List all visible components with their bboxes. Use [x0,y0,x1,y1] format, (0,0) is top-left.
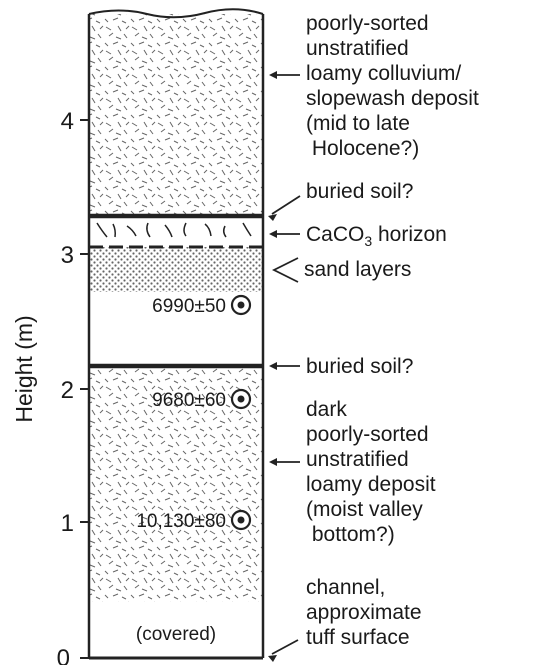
upper-colluvium-unit [89,14,263,216]
lower-unit-arrow [269,458,300,466]
buried-soil-lower-label: buried soil? [306,355,413,378]
tick-2: 2 [61,377,74,404]
lower-unit-annotation: dark poorly-sorted unstratified loamy de… [306,398,436,546]
svg-text:loamy deposit: loamy deposit [306,473,436,496]
tick-0: 0 [57,645,70,665]
upper-unit-annotation: poorly-sorted unstratified loamy colluvi… [306,12,479,160]
y-axis-label: Height (m) [11,315,37,422]
y-axis [80,119,89,659]
caco3-horizon-label: CaCO3 horizon [306,223,447,249]
tick-4: 4 [61,108,74,135]
svg-text:tuff surface: tuff surface [306,626,410,649]
svg-text:channel,: channel, [306,576,385,599]
date-marker-icon [230,388,252,410]
date-label-10130: 10,130±80 [136,511,226,532]
date-label-6990: 6990±50 [152,296,226,317]
sand-layers-bracket [271,257,299,283]
svg-text:slopewash deposit: slopewash deposit [306,87,479,110]
svg-text:unstratified: unstratified [306,448,409,471]
base-annotation: channel, approximate tuff surface [306,576,422,649]
svg-text:approximate: approximate [306,601,422,624]
date-marker-icon [230,509,252,531]
tick-3: 3 [61,242,74,269]
svg-text:Holocene?): Holocene?) [306,137,419,160]
svg-text:bottom?): bottom?) [306,523,395,546]
caco3-marks [96,222,252,238]
svg-text:(moist valley: (moist valley [306,498,423,521]
column-top-wavy [88,8,264,19]
svg-text:(mid to late: (mid to late [306,112,410,135]
date-label-9680: 9680±60 [152,390,226,411]
svg-text:poorly-sorted: poorly-sorted [306,423,429,446]
tick-1: 1 [61,510,74,537]
svg-text:unstratified: unstratified [306,37,409,60]
covered-label: (covered) [136,624,216,645]
svg-text:poorly-sorted: poorly-sorted [306,12,429,35]
upper-unit-arrow [269,71,300,79]
base-arrow [268,639,299,662]
date-marker-icon [230,294,252,316]
buried-soil-upper-arrow [268,195,301,221]
sand-layers-unit [89,247,263,292]
svg-text:loamy colluvium/: loamy colluvium/ [306,62,461,85]
buried-soil-lower-arrow [269,362,300,370]
sand-layers-label: sand layers [304,258,411,281]
buried-soil-upper-label: buried soil? [306,180,413,203]
caco3-arrow [269,230,300,238]
svg-text:dark: dark [306,398,347,421]
